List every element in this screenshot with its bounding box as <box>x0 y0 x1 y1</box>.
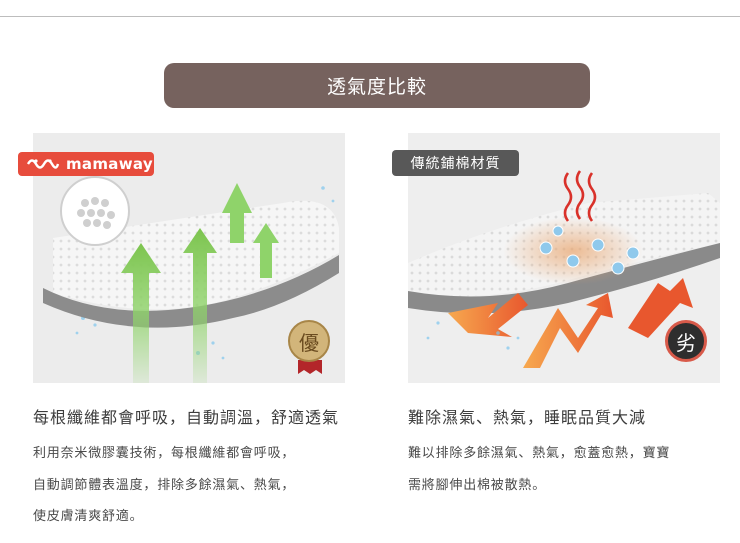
traditional-material-tag: 傳統鋪棉材質 <box>392 150 519 176</box>
traditional-illustration <box>408 133 720 383</box>
traditional-material-label: 傳統鋪棉材質 <box>410 156 501 172</box>
trapped-heat-illustration <box>408 170 720 368</box>
left-heading: 每根纖維都會呼吸，自動調溫，舒適透氣 <box>33 408 340 427</box>
top-divider <box>0 16 740 17</box>
comparison-banner: 透氣度比較 <box>164 63 590 108</box>
brand-name: mamaway <box>66 155 153 173</box>
ribbon-icon <box>298 360 322 374</box>
left-line-3: 使皮膚清爽舒適。 <box>33 509 144 524</box>
right-line-2: 需將腳伸出棉被散熱。 <box>408 478 547 493</box>
left-line-2: 自動調節體表溫度，排除多餘濕氣、熱氣， <box>33 478 296 493</box>
banner-title: 透氣度比較 <box>326 76 427 98</box>
left-line-1: 利用奈米微膠囊技術，每根纖維都會呼吸， <box>33 446 296 461</box>
right-line-1: 難以排除多餘濕氣、熱氣，愈蓋愈熱，寶寶 <box>408 446 671 461</box>
breathable-fabric-illustration <box>43 176 339 383</box>
good-grade-badge: 優 <box>288 320 330 362</box>
mamaway-brand-tag: mamaway <box>18 152 154 176</box>
mamaway-illustration <box>33 133 345 383</box>
bad-grade-label: 劣 <box>676 330 696 355</box>
mamaway-logo-icon <box>26 159 60 169</box>
bad-grade-badge: 劣 <box>665 320 707 362</box>
right-heading: 難除濕氣、熱氣，睡眠品質大減 <box>408 408 647 427</box>
good-grade-label: 優 <box>299 330 319 355</box>
